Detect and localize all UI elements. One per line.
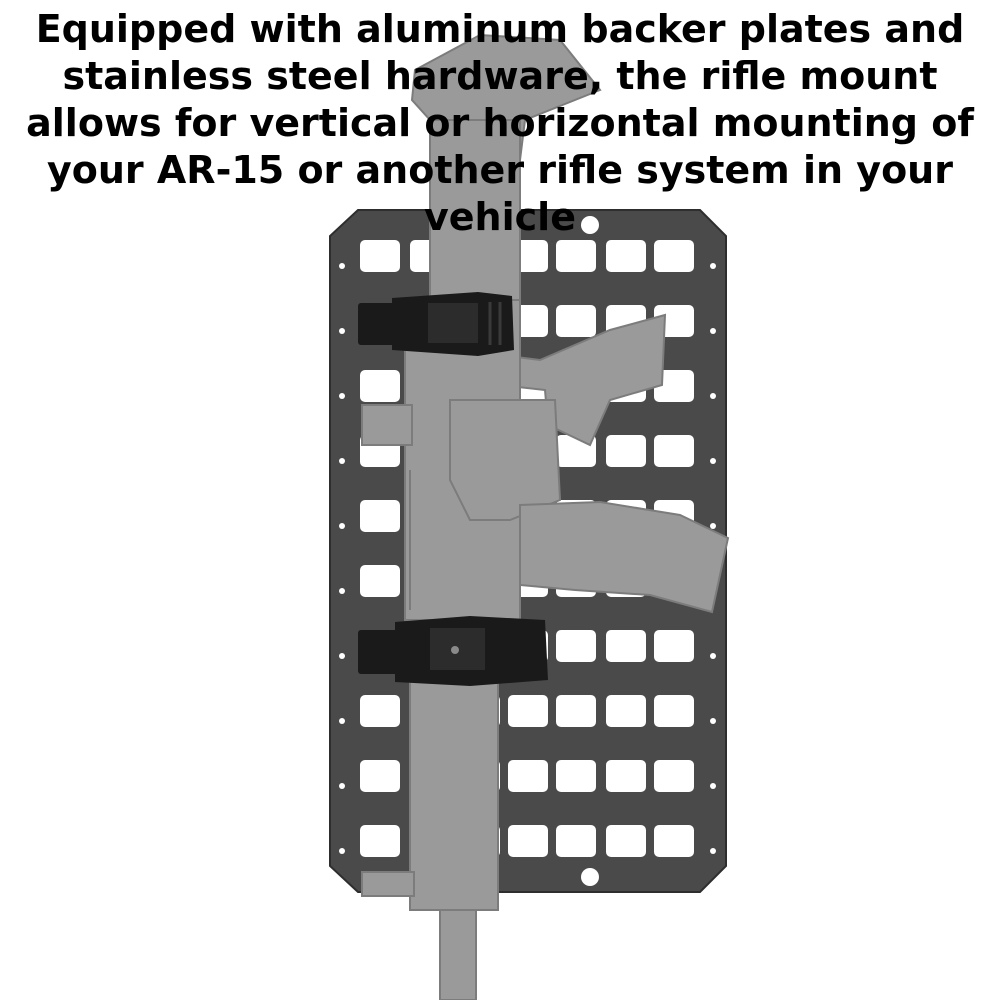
panel-slot (654, 695, 694, 727)
caption-line: allows for vertical or horizontal mounti… (26, 101, 974, 145)
panel-slot (556, 695, 596, 727)
panel-slot (556, 630, 596, 662)
panel-slot (654, 370, 694, 402)
panel-bolt-hole (710, 653, 716, 659)
panel-slot (654, 825, 694, 857)
panel-bolt-hole (339, 783, 345, 789)
panel-bolt-hole (339, 328, 345, 334)
panel-slot (606, 630, 646, 662)
panel-slot (606, 240, 646, 272)
panel-slot (360, 500, 400, 532)
panel-bolt-hole (339, 523, 345, 529)
panel-slot (360, 760, 400, 792)
panel-slot (556, 760, 596, 792)
panel-bolt-hole (710, 783, 716, 789)
panel-bolt-hole (710, 393, 716, 399)
panel-slot (508, 825, 548, 857)
panel-bolt-hole (339, 718, 345, 724)
caption-line: vehicle (424, 195, 576, 239)
panel-bolt-hole (339, 653, 345, 659)
panel-bolt-hole (710, 848, 716, 854)
panel-slot (360, 565, 400, 597)
panel-bolt-hole (339, 263, 345, 269)
panel-bolt-hole (710, 718, 716, 724)
panel-bolt-hole (339, 393, 345, 399)
panel-slot (360, 825, 400, 857)
panel-slot (654, 760, 694, 792)
panel-slot (606, 695, 646, 727)
panel-slot (606, 435, 646, 467)
panel-slot (360, 240, 400, 272)
panel-slot (360, 370, 400, 402)
panel-bolt-hole (710, 263, 716, 269)
panel-slot (556, 305, 596, 337)
panel-slot (360, 695, 400, 727)
panel-bolt-hole (710, 523, 716, 529)
panel-slot (606, 760, 646, 792)
panel-bolt-hole (339, 458, 345, 464)
caption-line: stainless steel hardware, the rifle moun… (62, 54, 938, 98)
caption-line: Equipped with aluminum backer plates and (35, 7, 965, 51)
panel-bolt-hole (710, 458, 716, 464)
rail-notches (409, 470, 499, 890)
panel-slot (508, 760, 548, 792)
rifle-clamp-icon (358, 616, 548, 686)
panel-slot (556, 825, 596, 857)
panel-slot (654, 240, 694, 272)
product-caption: Equipped with aluminum backer plates and… (0, 6, 1000, 241)
panel-bolt-hole (339, 848, 345, 854)
panel-slot (508, 695, 548, 727)
panel-bolt-hole (710, 328, 716, 334)
panel-slot (654, 630, 694, 662)
panel-slot (654, 435, 694, 467)
caption-line: your AR-15 or another rifle system in yo… (47, 148, 953, 192)
panel-bolt-hole (339, 588, 345, 594)
panel-slot (606, 825, 646, 857)
panel-slot (556, 240, 596, 272)
rifle-clamp-icon (358, 292, 514, 356)
